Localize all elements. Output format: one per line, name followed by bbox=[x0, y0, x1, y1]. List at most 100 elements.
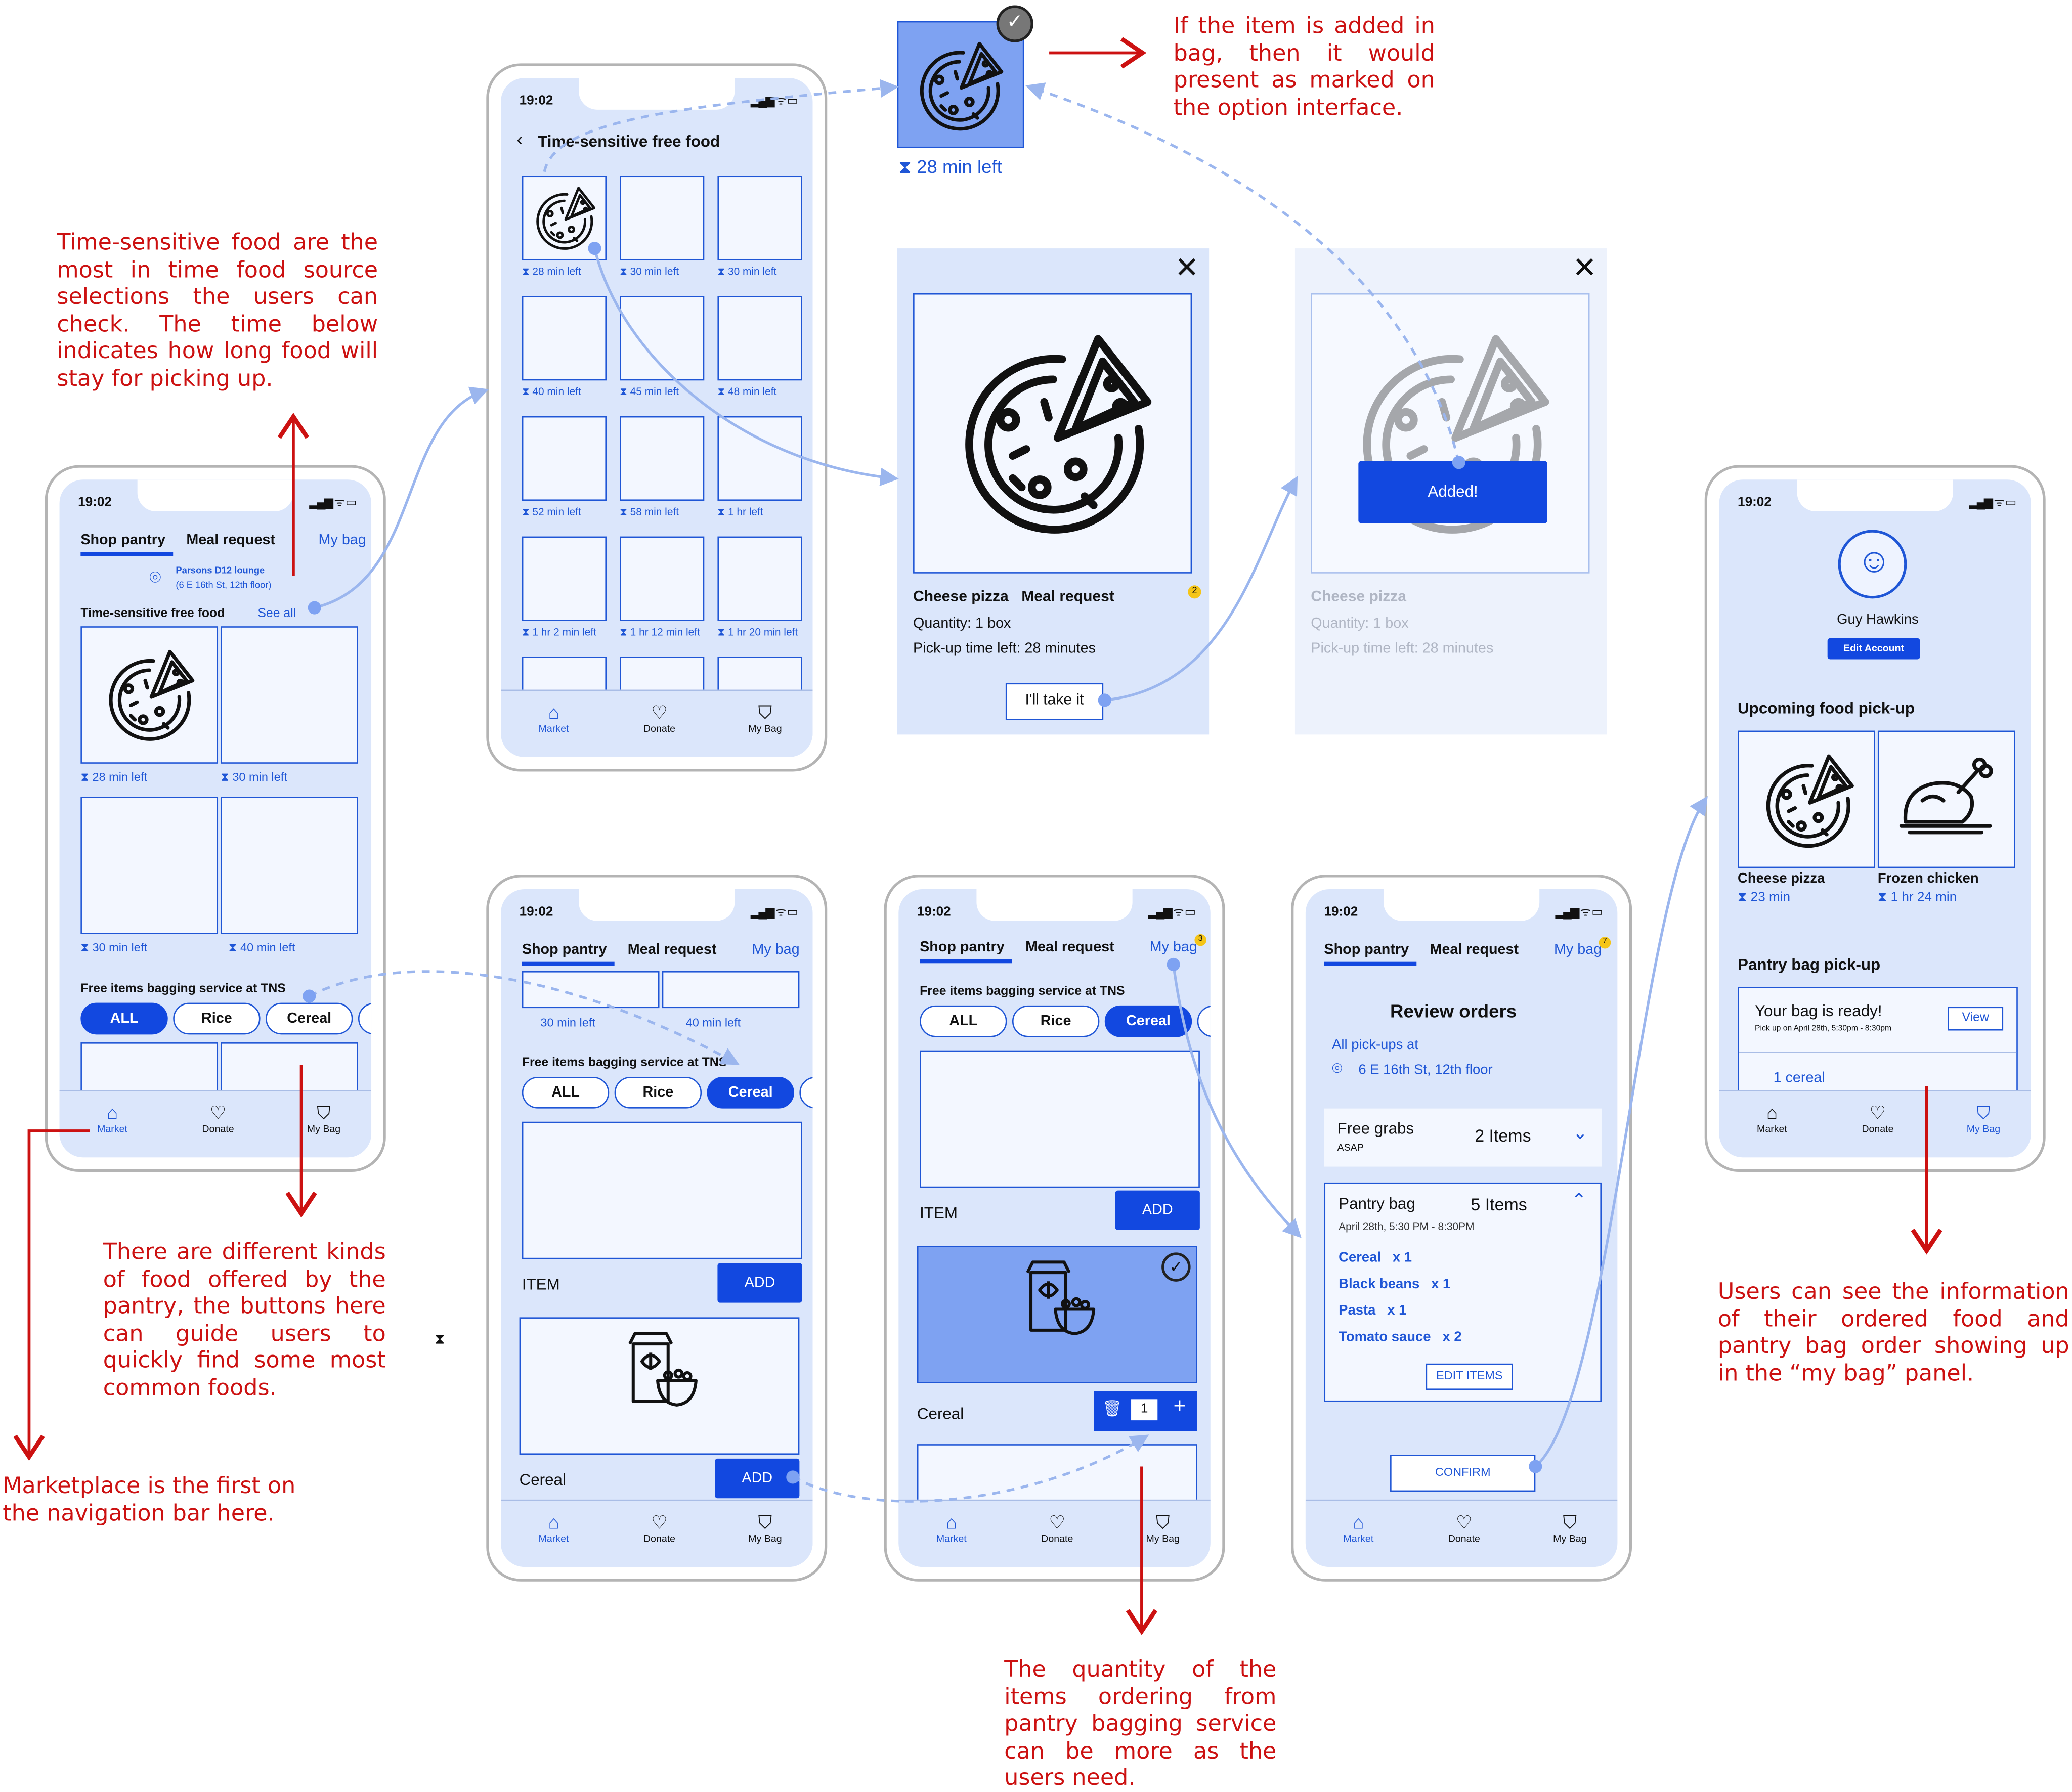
food-tile[interactable] bbox=[717, 536, 802, 621]
food-tile[interactable] bbox=[662, 971, 800, 1009]
nav-market[interactable]: ⌂Market bbox=[514, 1511, 593, 1544]
added-button[interactable]: Added! bbox=[1358, 461, 1547, 523]
pantry-item-row: Cereal x 1 bbox=[1339, 1250, 1412, 1265]
note-my-bag: Users can see the information of their o… bbox=[1717, 1279, 2069, 1387]
nav-donate[interactable]: ♡Donate bbox=[179, 1102, 258, 1135]
nav-my-bag[interactable]: ⛉My Bag bbox=[1530, 1511, 1610, 1544]
back-chevron-icon[interactable]: ‹ bbox=[516, 128, 523, 150]
plus-icon[interactable]: + bbox=[1173, 1395, 1186, 1418]
nav-donate[interactable]: ♡Donate bbox=[620, 1511, 699, 1544]
time-left-label: ⧗ 58 min left bbox=[620, 506, 679, 518]
see-all-link[interactable]: See all bbox=[257, 606, 296, 621]
tab-shop-pantry[interactable]: Shop pantry bbox=[80, 532, 165, 549]
food-tile[interactable] bbox=[522, 536, 607, 621]
item-image bbox=[920, 1050, 1200, 1188]
nav-donate[interactable]: ♡Donate bbox=[1838, 1102, 1918, 1135]
time-left-label: ⧗ 28 min left bbox=[80, 770, 147, 784]
hourglass-icon: ⧗ bbox=[898, 156, 912, 178]
take-it-button[interactable]: I'll take it bbox=[1005, 683, 1104, 720]
nav-my-bag[interactable]: ⛉My Bag bbox=[725, 702, 805, 734]
hourglass-icon: ⧗ bbox=[522, 385, 530, 398]
filter-cereal[interactable]: Cereal bbox=[707, 1076, 794, 1109]
upcoming-tile-chicken[interactable] bbox=[1877, 730, 2015, 868]
time-left-label: 40 min left bbox=[685, 1016, 741, 1029]
nav-donate[interactable]: ♡Donate bbox=[1424, 1511, 1504, 1544]
location-pin-icon: ⌾ bbox=[1332, 1058, 1343, 1078]
filter-rice[interactable]: Rice bbox=[1012, 1005, 1100, 1037]
tab-meal-request[interactable]: Meal request bbox=[627, 942, 717, 958]
tab-shop-pantry[interactable]: Shop pantry bbox=[1324, 942, 1409, 958]
tab-meal-request[interactable]: Meal request bbox=[186, 532, 275, 549]
nav-my-bag[interactable]: ⛉My Bag bbox=[1123, 1511, 1202, 1544]
food-tile[interactable] bbox=[221, 797, 358, 934]
add-button[interactable]: ADD bbox=[1115, 1190, 1200, 1230]
connector-cereal-filter bbox=[309, 970, 740, 1065]
tab-my-bag[interactable]: My bag bbox=[1553, 942, 1602, 958]
upcoming-name: Cheese pizza bbox=[1738, 870, 1825, 887]
tab-my-bag[interactable]: My bag bbox=[752, 942, 800, 958]
food-tile[interactable] bbox=[620, 176, 705, 260]
food-tile[interactable] bbox=[620, 536, 705, 621]
selected-food-tile[interactable] bbox=[897, 21, 1024, 148]
quantity-value[interactable]: 1 bbox=[1131, 1399, 1158, 1421]
nav-donate[interactable]: ♡Donate bbox=[1017, 1511, 1097, 1544]
food-tile[interactable] bbox=[80, 797, 219, 934]
food-tile[interactable] bbox=[522, 416, 607, 501]
filter-cereal[interactable]: Cereal bbox=[266, 1002, 353, 1035]
connector-add-cereal bbox=[792, 1434, 1149, 1503]
filter-all[interactable]: ALL bbox=[522, 1076, 610, 1109]
time-left-label: ⧗ 30 min left bbox=[620, 266, 679, 278]
food-tile-pizza[interactable] bbox=[80, 626, 219, 764]
nav-market[interactable]: ⌂Market bbox=[1319, 1511, 1398, 1544]
phone-pantry-list: 19:02 ▂▄▆ ᯤ ▭ Shop pantry Meal request M… bbox=[486, 875, 828, 1582]
quantity-stepper[interactable]: 🗑 1 + bbox=[1094, 1391, 1197, 1431]
page-title: Time-sensitive free food bbox=[538, 132, 720, 151]
filter-rice[interactable]: Rice bbox=[173, 1002, 261, 1035]
upcoming-tile-pizza[interactable] bbox=[1738, 730, 1875, 868]
edit-account-button[interactable]: Edit Account bbox=[1827, 638, 1920, 660]
filter-all[interactable]: ALL bbox=[80, 1002, 168, 1035]
close-icon[interactable]: ✕ bbox=[1572, 251, 1597, 284]
filter-cereal[interactable]: Cereal bbox=[1104, 1005, 1192, 1037]
nav-my-bag[interactable]: ⛉My Bag bbox=[725, 1511, 805, 1544]
nav-market[interactable]: ⌂Market bbox=[912, 1511, 991, 1544]
tab-shop-pantry[interactable]: Shop pantry bbox=[920, 939, 1005, 955]
tab-my-bag[interactable]: My bag bbox=[1149, 939, 1197, 955]
filter-all[interactable]: ALL bbox=[920, 1005, 1007, 1037]
add-button[interactable]: ADD bbox=[715, 1458, 800, 1499]
location-pin-icon: ⌾ bbox=[149, 566, 161, 590]
edit-items-button[interactable]: EDIT ITEMS bbox=[1426, 1363, 1513, 1390]
nav-market[interactable]: ⌂Market bbox=[73, 1102, 152, 1135]
add-button[interactable]: ADD bbox=[717, 1263, 802, 1303]
view-button[interactable]: View bbox=[1948, 1007, 2004, 1031]
food-tile[interactable] bbox=[717, 296, 802, 381]
detail-name: Cheese pizza bbox=[913, 589, 1009, 605]
nav-market[interactable]: ⌂Market bbox=[514, 702, 593, 734]
pickups-label: All pick-ups at bbox=[1332, 1037, 1418, 1053]
filter-rice[interactable]: Rice bbox=[614, 1076, 702, 1109]
food-tile[interactable] bbox=[522, 971, 660, 1009]
tab-my-bag[interactable]: My bag bbox=[318, 532, 366, 549]
tab-meal-request[interactable]: Meal request bbox=[1430, 942, 1519, 958]
chevron-down-icon[interactable]: ⌄ bbox=[1572, 1121, 1588, 1143]
store-icon: ⌂ bbox=[548, 1511, 559, 1533]
free-grabs-row[interactable]: Free grabs ASAP 2 Items ⌄ bbox=[1324, 1108, 1602, 1167]
avatar[interactable]: ☺ bbox=[1838, 530, 1907, 599]
confirm-button[interactable]: CONFIRM bbox=[1390, 1455, 1536, 1492]
food-tile[interactable] bbox=[717, 176, 802, 260]
asap-label: ASAP bbox=[1337, 1141, 1364, 1154]
nav-market[interactable]: ⌂Market bbox=[1733, 1102, 1812, 1135]
nav-my-bag[interactable]: ⛉My Bag bbox=[284, 1102, 364, 1135]
trash-icon[interactable]: 🗑 bbox=[1102, 1399, 1123, 1418]
close-icon[interactable]: ✕ bbox=[1175, 251, 1199, 284]
location-name: Parsons D12 lounge bbox=[176, 566, 265, 576]
food-tile[interactable] bbox=[522, 296, 607, 381]
food-tile[interactable] bbox=[620, 416, 705, 501]
nav-my-bag[interactable]: ⛉My Bag bbox=[1944, 1102, 2023, 1135]
tab-meal-request[interactable]: Meal request bbox=[1025, 939, 1114, 955]
nav-donate[interactable]: ♡Donate bbox=[620, 702, 699, 734]
hourglass-icon: ⧗ bbox=[435, 1332, 445, 1348]
chevron-up-icon[interactable]: ⌃ bbox=[1571, 1189, 1587, 1210]
tab-shop-pantry[interactable]: Shop pantry bbox=[522, 942, 607, 958]
food-tile[interactable] bbox=[221, 626, 358, 764]
